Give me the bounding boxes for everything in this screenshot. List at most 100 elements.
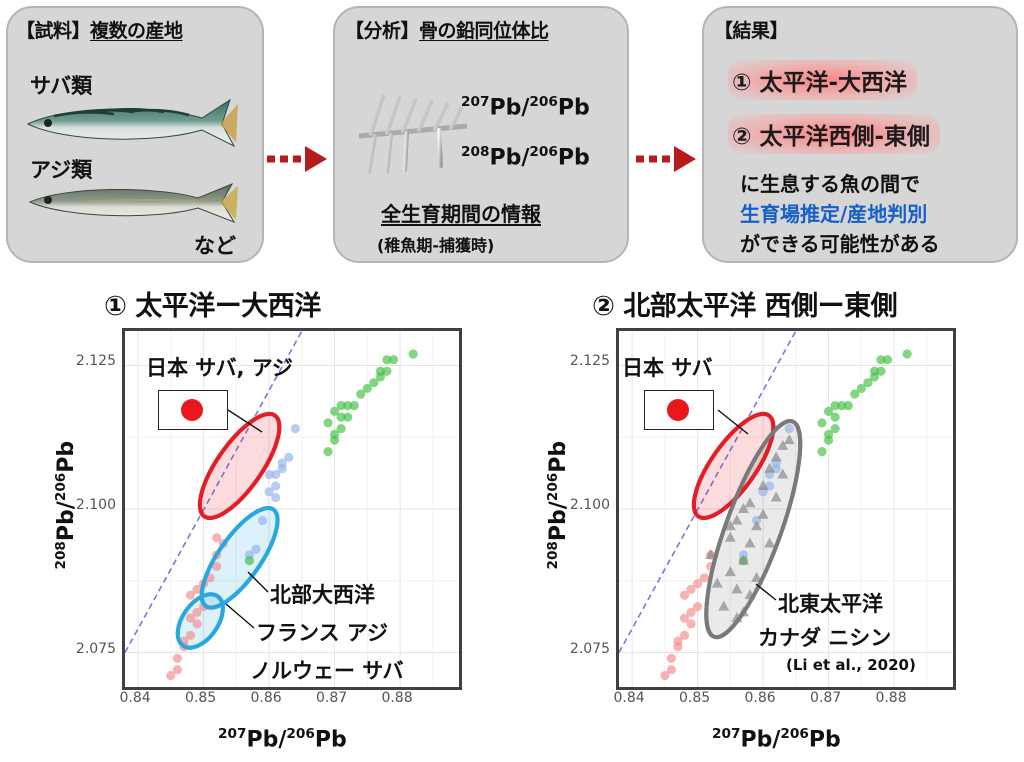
left-point-2-5 xyxy=(323,418,333,428)
right-point-triangle xyxy=(724,531,736,542)
left-x-tick-label: 0.87 xyxy=(315,690,348,706)
result-item-2: ② 太平洋西側-東側 xyxy=(728,114,941,154)
result-panel: 【結果】 ① 太平洋-大西洋 ② 太平洋西側-東側 に生息する魚の間で 生育場推… xyxy=(702,6,1018,263)
result-line-2: 生育場推定/産地判別 xyxy=(740,202,928,226)
left-point-2-11 xyxy=(362,383,372,394)
right-point-triangle xyxy=(770,451,782,462)
right-point-2-18 xyxy=(902,349,912,359)
right-point-triangle xyxy=(731,583,743,594)
right-point-2-9 xyxy=(843,401,853,411)
result-line-1: に生息する魚の間で xyxy=(740,172,920,196)
right-point-0-11 xyxy=(686,584,696,594)
samples-title-main: 複数の産地 xyxy=(90,20,183,42)
right-point-2-10 xyxy=(850,389,860,399)
left-point-2-15 xyxy=(382,366,392,376)
ratio-208-206: 208Pb/206Pb xyxy=(461,144,590,171)
left-point-2-16 xyxy=(382,355,392,365)
right-y-tick-label: 2.100 xyxy=(569,497,610,513)
right-point-2-8 xyxy=(837,401,847,411)
left-point-1-1 xyxy=(251,544,261,554)
left-x-tick-label: 0.86 xyxy=(250,690,282,706)
right-ellipse-outline-1 xyxy=(704,418,803,640)
left-point-2-10 xyxy=(356,389,366,399)
result-line-3: ができる可能性がある xyxy=(740,232,940,256)
japan-flag-icon xyxy=(158,390,228,430)
left-x-tick-label: 0.84 xyxy=(119,690,151,706)
right-point-0-8 xyxy=(686,607,696,617)
period-label: 全生育期間の情報 xyxy=(381,202,541,226)
analysis-title-main: 骨の鉛同位体比 xyxy=(419,20,549,42)
fish-bone-icon xyxy=(358,94,468,174)
left-point-2-19 xyxy=(336,412,346,422)
right-point-0-2 xyxy=(666,665,676,675)
analysis-title-bracket: 【分析】 xyxy=(345,20,420,42)
ratio-207-206: 207Pb/206Pb xyxy=(461,94,590,121)
left-plot-svg xyxy=(125,331,459,687)
left-plot-area xyxy=(122,328,462,690)
right-point-2-12 xyxy=(863,378,873,388)
right-point-2-15 xyxy=(876,366,886,376)
left-ellipse-outline-1 xyxy=(199,506,280,610)
right-point-triangle xyxy=(757,480,769,491)
right-point-0-6 xyxy=(679,613,690,623)
right-point-2-6 xyxy=(823,406,834,416)
left-japan-label: 日本 サバ, アジ xyxy=(146,356,293,380)
right-x-tick-label: 0.86 xyxy=(744,690,776,706)
left-point-2-0 xyxy=(244,556,255,566)
right-point-2-3 xyxy=(823,429,834,439)
right-point-2-4 xyxy=(830,424,840,434)
right-ellipse-outline-0 xyxy=(691,411,776,520)
right-point-0-5 xyxy=(679,630,690,640)
right-point-triangle xyxy=(770,491,782,502)
left-point-2-7 xyxy=(336,401,346,411)
result-item-1: ① 太平洋-大西洋 xyxy=(728,60,918,100)
right-point-0-0 xyxy=(660,670,670,681)
left-point-1-2 xyxy=(257,515,268,526)
right-point-0-13 xyxy=(699,573,709,583)
left-y-tick-label: 2.125 xyxy=(75,353,116,370)
right-x-tick-label: 0.87 xyxy=(809,690,842,706)
right-point-triangle xyxy=(718,600,730,611)
right-point-0-7 xyxy=(686,619,696,629)
left-point-0-11 xyxy=(192,584,202,594)
right-point-triangle xyxy=(751,520,763,531)
right-x-tick-label: 0.88 xyxy=(875,690,907,706)
right-point-2-5 xyxy=(817,418,827,428)
right-plot-area xyxy=(616,328,956,690)
right-point-0-12 xyxy=(692,579,703,589)
right-point-2-11 xyxy=(856,383,866,394)
left-point-2-8 xyxy=(343,401,353,411)
left-y-tick-label: 2.075 xyxy=(75,640,116,657)
result-title: 【結果】 xyxy=(714,20,789,42)
left-x-axis-label: 207Pb/206Pb xyxy=(218,726,347,753)
right-point-triangle xyxy=(724,520,736,531)
right-y-tick-label: 2.075 xyxy=(569,640,610,657)
left-point-2-6 xyxy=(329,406,340,416)
right-point-triangle xyxy=(764,537,776,548)
left-section-title: ① 太平洋ー大西洋 xyxy=(104,291,321,322)
left-point-0-7 xyxy=(192,619,202,629)
right-point-2-14 xyxy=(869,366,880,376)
right-point-triangle xyxy=(724,566,736,577)
analysis-panel: 【分析】骨の鉛同位体比 207Pb/206Pb 208Pb/206Pb 全生育期… xyxy=(333,6,629,263)
right-point-2-17 xyxy=(882,355,893,365)
left-point-2-1 xyxy=(323,446,333,457)
right-point-triangle xyxy=(705,548,717,559)
left-point-0-5 xyxy=(185,630,196,640)
left-point-1-4 xyxy=(271,481,281,491)
left-point-0-0 xyxy=(166,670,176,681)
left-x-tick-label: 0.88 xyxy=(381,690,413,706)
left-point-2-17 xyxy=(388,355,399,365)
period-sub-label: (稚魚期-捕獲時) xyxy=(377,236,495,255)
right-point-triangle xyxy=(744,537,756,548)
right-x-axis-label: 207Pb/206Pb xyxy=(712,726,841,753)
samples-title: 【試料】複数の産地 xyxy=(16,16,183,43)
right-section-title: ② 北部太平洋 西側ー東側 xyxy=(592,291,898,322)
right-ne-pacific-label: 北東太平洋 xyxy=(778,592,883,616)
right-point-triangle xyxy=(751,571,763,582)
horse-mackerel-fish-icon xyxy=(28,182,238,223)
left-point-1-3 xyxy=(264,487,274,497)
left-point-1-5 xyxy=(271,469,281,480)
arrow-right-icon xyxy=(267,146,327,172)
left-reference-line xyxy=(125,331,303,653)
